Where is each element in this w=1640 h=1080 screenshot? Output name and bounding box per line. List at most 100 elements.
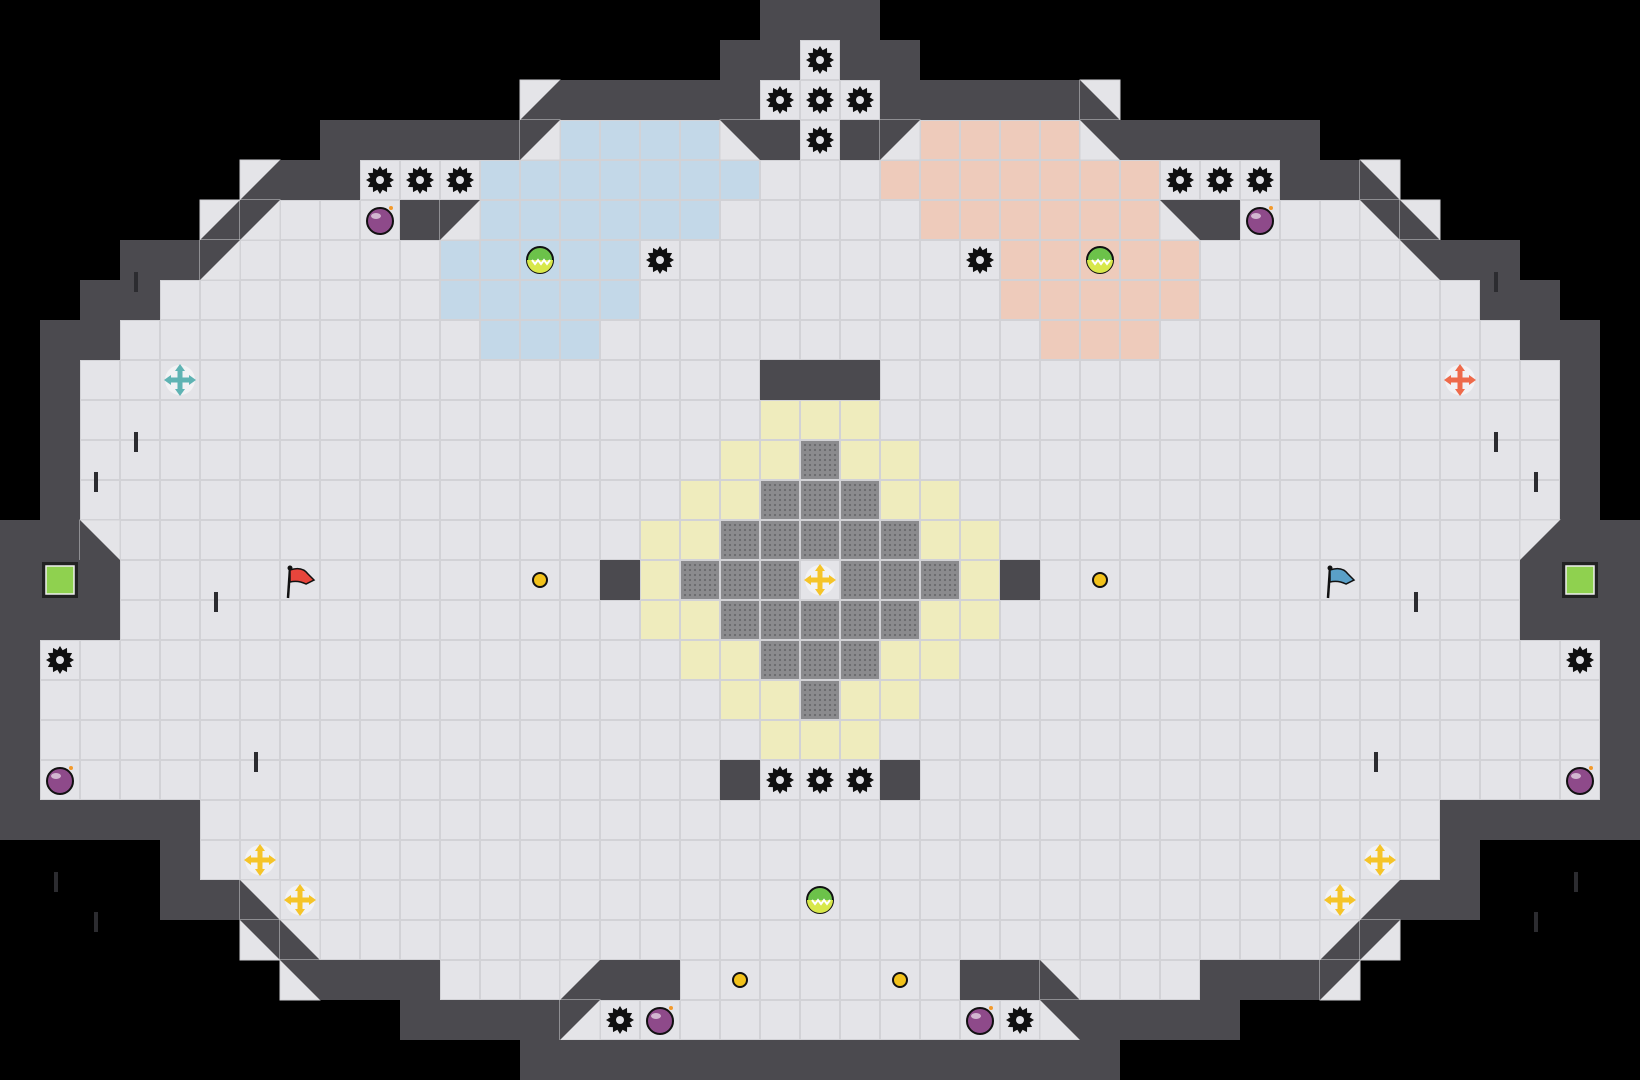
gate-dot — [913, 623, 917, 627]
floor-tile — [560, 800, 600, 840]
gate-dot — [873, 673, 877, 677]
gate-dot — [913, 533, 917, 537]
gate-dot — [773, 583, 777, 587]
yellow-zone-tile — [720, 680, 760, 720]
floor-tile — [1000, 400, 1040, 440]
floor-tile — [160, 440, 200, 480]
gate-dot — [748, 533, 752, 537]
wall-mark — [1494, 432, 1498, 452]
gate-dot — [708, 583, 712, 587]
gate-dot — [763, 548, 767, 552]
gate-dot — [853, 628, 857, 632]
gate-dot — [828, 703, 832, 707]
floor-tile — [240, 360, 280, 400]
gate-dot — [858, 578, 862, 582]
blue-zone-tile — [440, 240, 480, 280]
gate-dot — [763, 603, 767, 607]
gate-dot — [808, 623, 812, 627]
gate-dot — [768, 628, 772, 632]
gate-dot — [873, 508, 877, 512]
spike-icon — [806, 126, 834, 154]
gate-dot — [813, 448, 817, 452]
wall-tile — [1520, 560, 1560, 600]
gate-dot — [703, 578, 707, 582]
button-icon — [732, 972, 748, 988]
red-zone-tile — [1080, 160, 1120, 200]
yellow-zone-tile — [640, 520, 680, 560]
gate-dot — [863, 608, 867, 612]
floor-tile — [1320, 600, 1360, 640]
gate-dot — [803, 693, 807, 697]
gate-dot — [783, 603, 787, 607]
floor-tile — [400, 520, 440, 560]
gate-dot — [813, 493, 817, 497]
gate-dot — [948, 568, 952, 572]
floor-tile — [1080, 840, 1120, 880]
gate-dot — [823, 448, 827, 452]
floor-tile — [880, 360, 920, 400]
gate-dot — [858, 483, 862, 487]
floor-tile — [1160, 960, 1200, 1000]
gate-dot — [843, 583, 847, 587]
floor-tile — [240, 560, 280, 600]
floor-tile — [320, 680, 360, 720]
gate-dot — [848, 538, 852, 542]
gate-dot — [708, 563, 712, 567]
gate-dot — [708, 568, 712, 572]
gate-dot — [813, 468, 817, 472]
gate-dot — [938, 583, 942, 587]
gate-dot — [818, 628, 822, 632]
gate-dot — [873, 543, 877, 547]
boost-bar-v — [297, 889, 303, 911]
floor-tile — [720, 720, 760, 760]
gate-dot — [748, 583, 752, 587]
gate-dot — [733, 573, 737, 577]
floor-tile — [1080, 960, 1120, 1000]
gate-dot — [903, 588, 907, 592]
floor-tile — [840, 880, 880, 920]
floor-tile — [120, 720, 160, 760]
gate-dot — [813, 648, 817, 652]
gate-dot — [783, 568, 787, 572]
gate-dot — [783, 503, 787, 507]
gate-dot — [733, 623, 737, 627]
gate-dot — [848, 583, 852, 587]
gate-dot — [943, 593, 947, 597]
floor-tile — [1480, 400, 1520, 440]
gate-dot — [793, 488, 797, 492]
gate-dot — [813, 698, 817, 702]
gate-dot — [743, 623, 747, 627]
wall-tile — [400, 200, 440, 240]
gate-dot — [813, 658, 817, 662]
floor-tile — [640, 440, 680, 480]
floor-tile — [120, 320, 160, 360]
floor-tile — [760, 320, 800, 360]
gate-dot — [803, 458, 807, 462]
gate-dot — [923, 568, 927, 572]
bomb-fuse — [1589, 766, 1593, 770]
gate-dot — [883, 578, 887, 582]
gate-dot — [783, 528, 787, 532]
wall-tile — [880, 40, 920, 80]
gate-dot — [943, 588, 947, 592]
gate-dot — [923, 588, 927, 592]
gate-dot — [848, 628, 852, 632]
gate-dot — [933, 573, 937, 577]
gate-dot — [818, 698, 822, 702]
gate-dot — [733, 593, 737, 597]
gate-dot — [738, 523, 742, 527]
floor-tile — [560, 480, 600, 520]
floor-tile — [640, 400, 680, 440]
floor-tile — [80, 440, 120, 480]
gate-dot — [888, 618, 892, 622]
gate-dot — [823, 508, 827, 512]
gate-dot — [783, 658, 787, 662]
gate-dot — [833, 473, 837, 477]
wall-tile — [840, 360, 880, 400]
floor-tile — [480, 840, 520, 880]
floor-tile — [560, 440, 600, 480]
gate-dot — [873, 618, 877, 622]
floor-tile — [720, 360, 760, 400]
floor-tile — [120, 520, 160, 560]
gate-dot — [748, 588, 752, 592]
